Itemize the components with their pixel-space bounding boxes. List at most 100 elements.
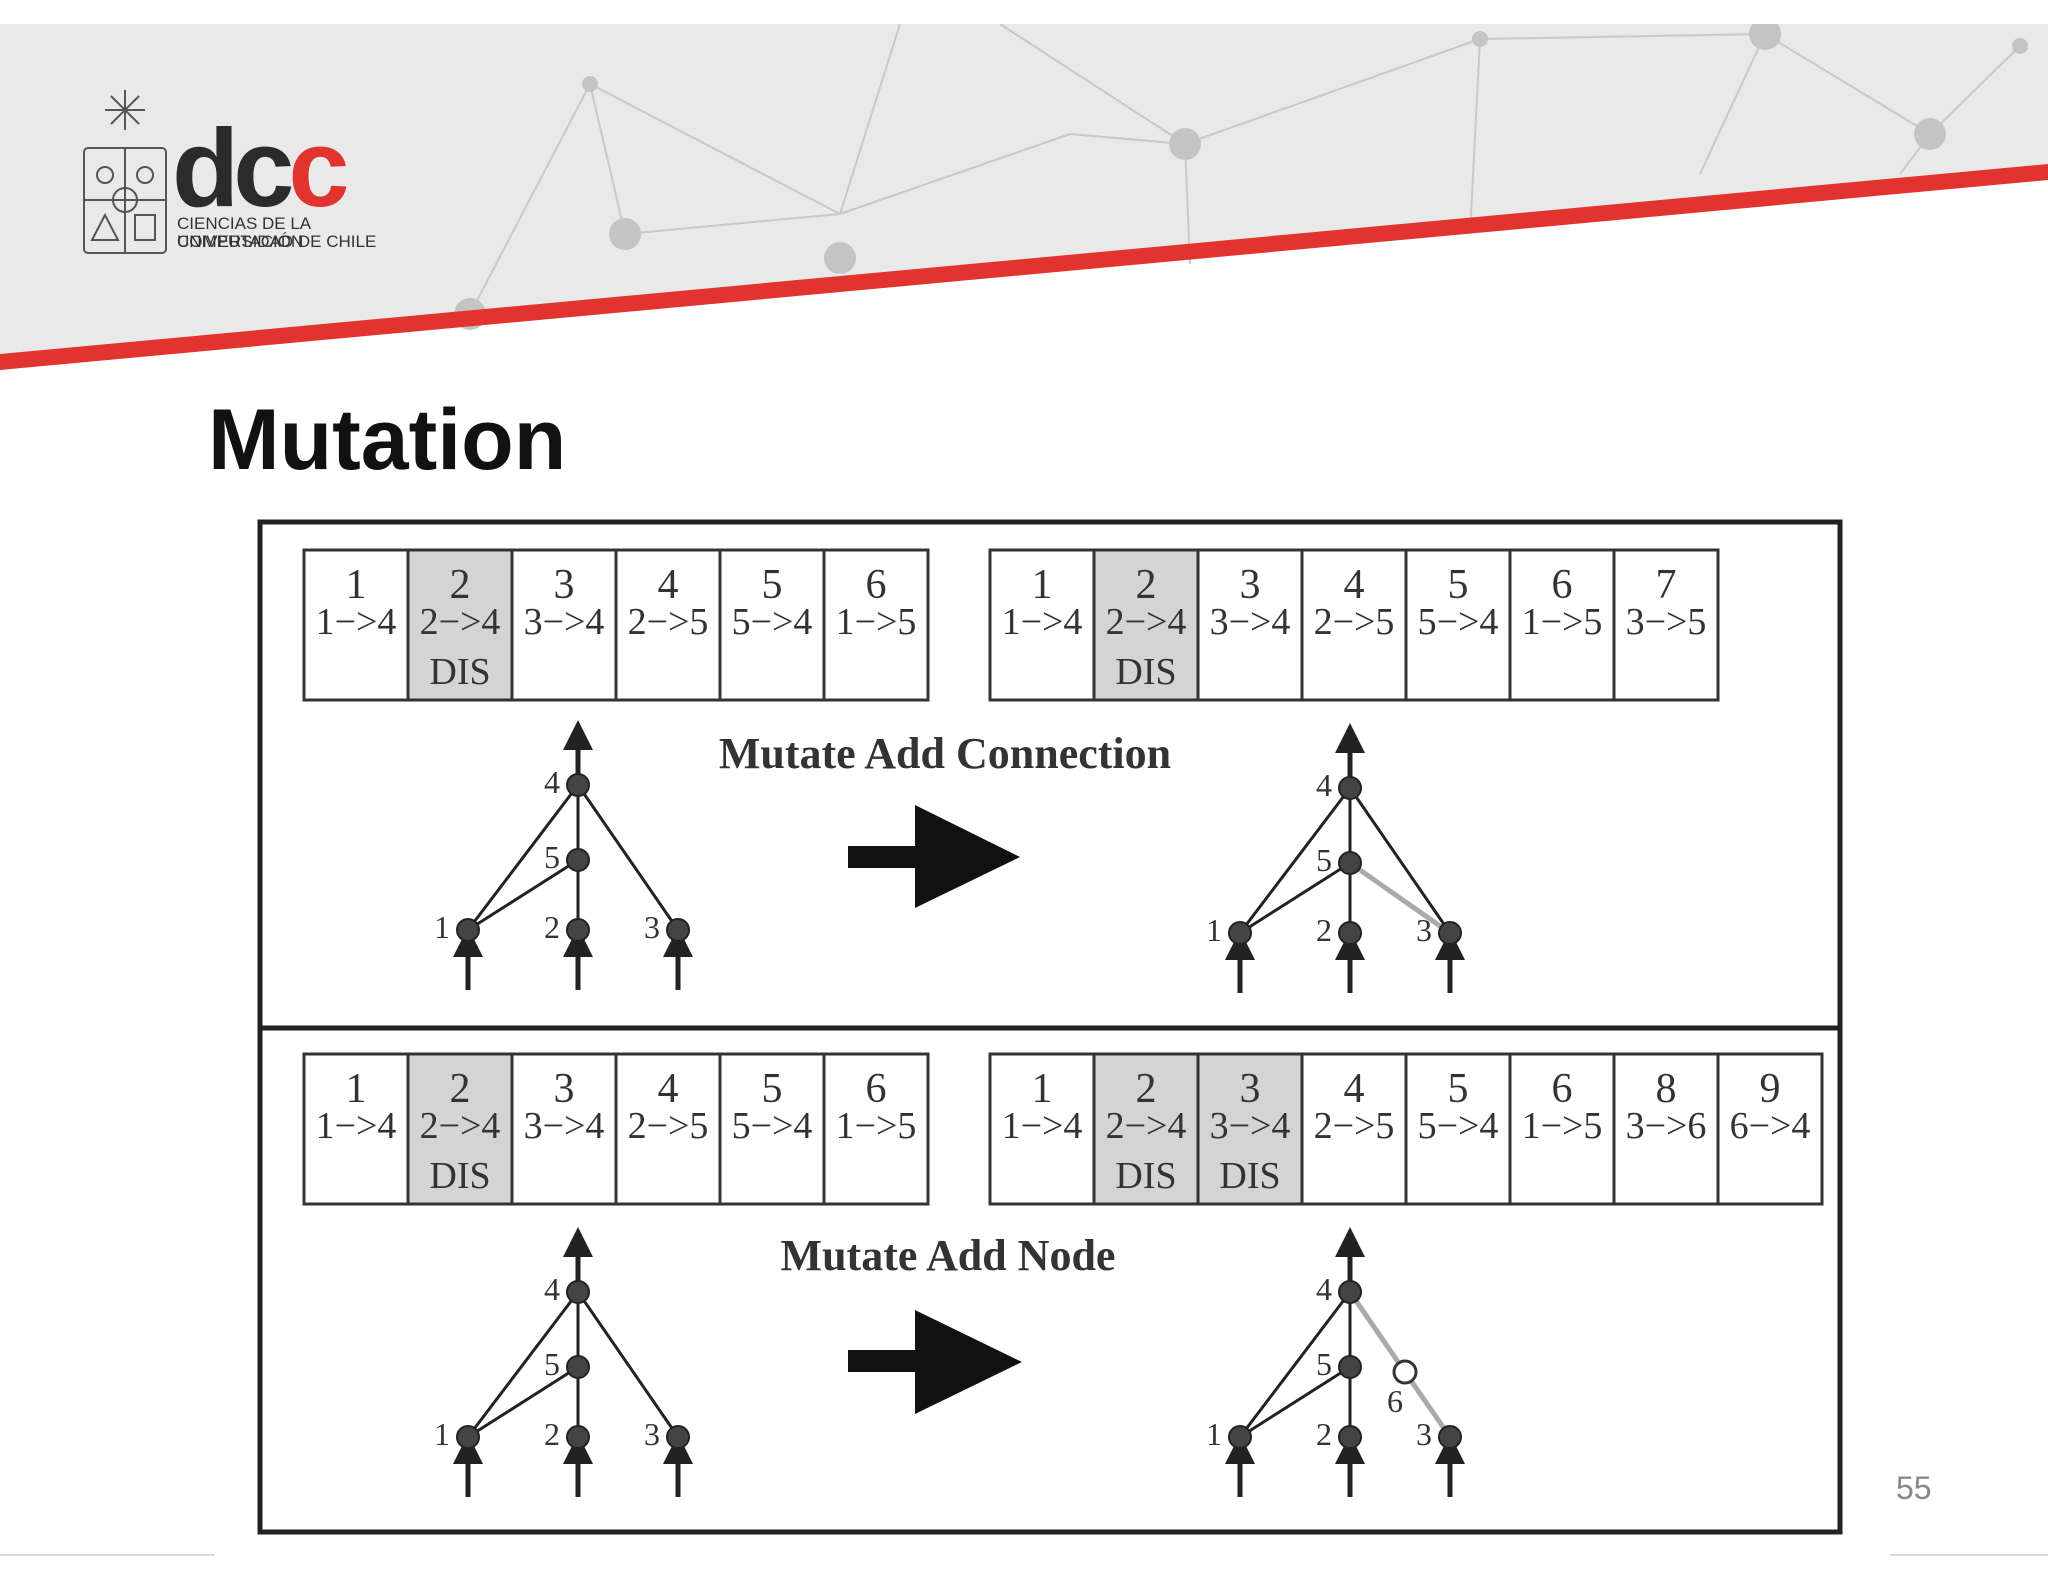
gene-cell-box bbox=[1300, 1052, 1408, 1206]
gene-cell-box bbox=[1300, 548, 1408, 702]
node-label: 4 bbox=[544, 764, 560, 800]
edge-1-5 bbox=[467, 858, 579, 932]
slide-title: Mutation bbox=[208, 392, 567, 488]
gene-cell: 33−>4 bbox=[510, 1052, 618, 1206]
node-label: 2 bbox=[544, 909, 560, 945]
node-label: 5 bbox=[1316, 842, 1332, 878]
gene-connection: 2−>4 bbox=[1106, 601, 1187, 643]
page-number: 55 bbox=[1896, 1470, 1932, 1506]
gene-innovation-number: 2 bbox=[1136, 1066, 1157, 1112]
gene-cell-box bbox=[1612, 1052, 1720, 1206]
gene-connection: 2−>5 bbox=[628, 1105, 709, 1147]
gene-connection: 3−>5 bbox=[1626, 601, 1707, 643]
arrow-right-icon bbox=[848, 805, 1020, 908]
edge-1-5 bbox=[467, 1365, 579, 1439]
gene-connection: 1−>4 bbox=[316, 1105, 397, 1147]
gene-innovation-number: 1 bbox=[346, 562, 367, 608]
gene-innovation-number: 4 bbox=[1344, 1066, 1365, 1112]
gene-connection: 1−>4 bbox=[1002, 601, 1083, 643]
edge-3-4 bbox=[576, 784, 680, 931]
node-label: 6 bbox=[1387, 1383, 1403, 1419]
gene-innovation-number: 4 bbox=[658, 1066, 679, 1112]
network-node bbox=[666, 918, 690, 942]
gene-innovation-number: 3 bbox=[554, 1066, 575, 1112]
node-label: 2 bbox=[1316, 912, 1332, 948]
gene-cell-box bbox=[406, 548, 514, 702]
gene-cell-box bbox=[406, 1052, 514, 1206]
network-node bbox=[1228, 921, 1252, 945]
gene-cell-box bbox=[1508, 1052, 1616, 1206]
logo-letters-dc: dc bbox=[172, 107, 294, 230]
edge-3-4 bbox=[1348, 787, 1452, 934]
gene-innovation-number: 3 bbox=[1240, 562, 1261, 608]
gene-disabled-flag: DIS bbox=[429, 1155, 490, 1197]
gene-cell: 42−>5 bbox=[614, 1052, 722, 1206]
gene-innovation-number: 1 bbox=[346, 1066, 367, 1112]
network-node bbox=[1338, 1355, 1362, 1379]
gene-connection: 1−>5 bbox=[1522, 601, 1603, 643]
logo-subtitle-line1: CIENCIAS DE LA COMPUTACIÓN bbox=[177, 214, 311, 251]
gene-connection: 3−>4 bbox=[1210, 601, 1291, 643]
gene-cell: 42−>5 bbox=[1300, 548, 1408, 702]
mutate-add-node-label: Mutate Add Node bbox=[781, 1231, 1116, 1280]
network-node bbox=[1438, 921, 1462, 945]
gene-connection: 5−>4 bbox=[732, 1105, 813, 1147]
gene-cell-box bbox=[614, 1052, 722, 1206]
gene-innovation-number: 6 bbox=[1552, 562, 1573, 608]
node-label: 3 bbox=[644, 909, 660, 945]
network-node-new bbox=[1392, 1359, 1418, 1385]
network-node bbox=[1228, 1425, 1252, 1449]
gene-connection: 3−>4 bbox=[1210, 1105, 1291, 1147]
gene-cell: 55−>4 bbox=[718, 1052, 826, 1206]
network-node bbox=[1338, 851, 1362, 875]
network-node bbox=[566, 1425, 590, 1449]
gene-cell: 11−>4 bbox=[988, 548, 1096, 702]
network-node bbox=[566, 918, 590, 942]
gene-cell-box bbox=[614, 548, 722, 702]
network-node bbox=[1338, 1425, 1362, 1449]
node-label: 4 bbox=[544, 1271, 560, 1307]
university-crest-icon bbox=[83, 90, 167, 254]
logo-letter-c: c bbox=[288, 107, 349, 230]
logo-wordmark: dcc bbox=[172, 114, 350, 224]
mutate-add-connection-label: Mutate Add Connection bbox=[719, 729, 1171, 778]
network-node bbox=[1438, 1425, 1462, 1449]
header-banner bbox=[0, 24, 2048, 370]
edge-1-5 bbox=[1239, 861, 1351, 935]
network-node bbox=[566, 848, 590, 872]
gene-connection: 1−>5 bbox=[1522, 1105, 1603, 1147]
footer-line-left bbox=[0, 1554, 215, 1556]
gene-connection: 2−>5 bbox=[1314, 601, 1395, 643]
gene-cell: 11−>4 bbox=[302, 548, 410, 702]
gene-connection: 2−>4 bbox=[1106, 1105, 1187, 1147]
gene-cell: 33−>4 bbox=[1196, 548, 1304, 702]
footer-line-right bbox=[1890, 1554, 2048, 1556]
gene-connection: 1−>5 bbox=[836, 1105, 917, 1147]
gene-innovation-number: 2 bbox=[1136, 562, 1157, 608]
gene-cell: 55−>4 bbox=[718, 548, 826, 702]
gene-cell: 55−>4 bbox=[1404, 1052, 1512, 1206]
gene-cell: 96−>4 bbox=[1716, 1052, 1824, 1206]
gene-cell-box bbox=[1612, 548, 1720, 702]
gene-innovation-number: 5 bbox=[762, 562, 783, 608]
gene-cell: 11−>4 bbox=[302, 1052, 410, 1206]
gene-innovation-number: 7 bbox=[1656, 562, 1677, 608]
gene-connection: 2−>5 bbox=[628, 601, 709, 643]
network-node bbox=[456, 1425, 480, 1449]
gene-innovation-number: 2 bbox=[450, 562, 471, 608]
gene-connection: 2−>5 bbox=[1314, 1105, 1395, 1147]
edge-3-5-new bbox=[1348, 860, 1452, 936]
gene-cell-box bbox=[822, 1052, 930, 1206]
gene-disabled-flag: DIS bbox=[1115, 651, 1176, 693]
gene-connection: 6−>4 bbox=[1730, 1105, 1811, 1147]
gene-connection: 5−>4 bbox=[1418, 1105, 1499, 1147]
gene-cell: 55−>4 bbox=[1404, 548, 1512, 702]
